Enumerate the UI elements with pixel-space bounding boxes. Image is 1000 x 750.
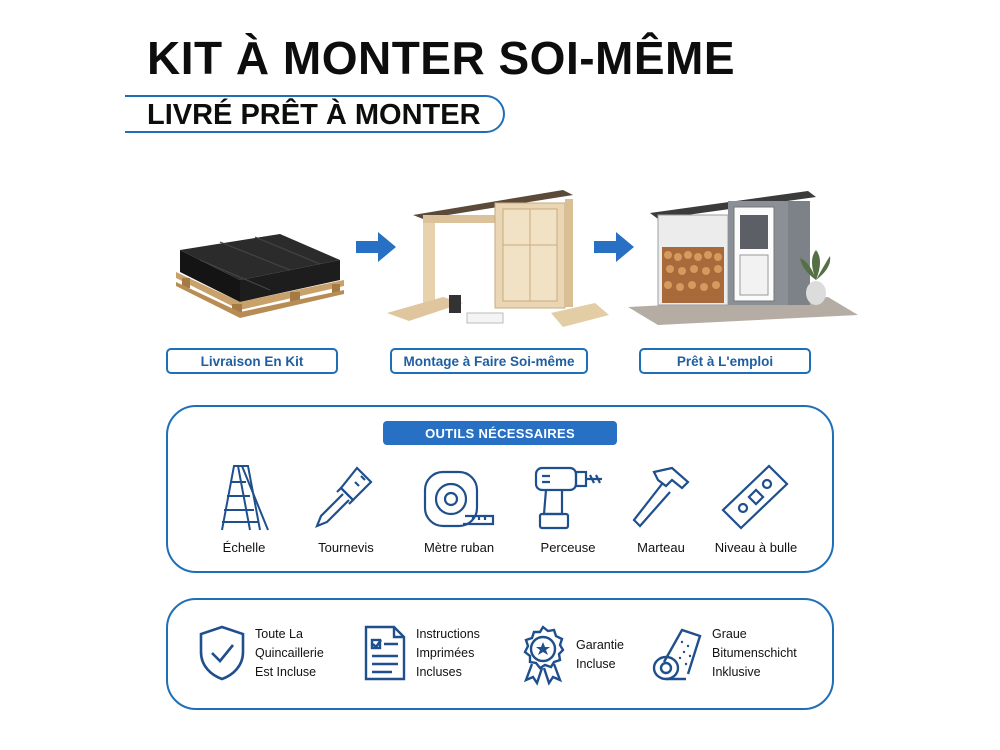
page-title: KIT À MONTER SOI-MÊME — [147, 32, 736, 84]
feature-text: Graue Bitumenschicht Inklusive — [712, 626, 797, 679]
tape-measure-icon — [423, 470, 495, 528]
tool-drill: Perceuse — [518, 462, 618, 555]
roll-icon — [652, 628, 702, 681]
tool-spirit-level: Niveau à bulle — [706, 462, 806, 555]
subtitle-text: LIVRÉ PRÊT À MONTER — [147, 99, 481, 131]
subtitle-banner: LIVRÉ PRÊT À MONTER — [125, 95, 505, 133]
tool-label: Niveau à bulle — [714, 540, 798, 555]
document-checklist-icon — [364, 625, 406, 681]
tool-label: Tournevis — [318, 540, 374, 555]
kit-package-image — [176, 234, 344, 318]
feature-hardware-included: Toute La Quincaillerie Est Incluse — [197, 624, 324, 682]
tool-hammer: Marteau — [611, 462, 711, 555]
tools-header: OUTILS NÉCESSAIRES — [383, 421, 617, 445]
shed-assembly-image — [387, 190, 609, 327]
arrow-right-icon — [594, 232, 634, 262]
tool-tape-measure: Mètre ruban — [409, 462, 509, 555]
award-badge-icon — [523, 625, 565, 686]
shield-check-icon — [199, 625, 245, 681]
step-label-ready-to-use: Prêt à L'emploi — [639, 348, 811, 374]
feature-warranty: Garantie Incluse — [518, 624, 624, 686]
step-label-kit-delivery: Livraison En Kit — [166, 348, 338, 374]
screwdriver-icon — [315, 466, 373, 528]
tool-label: Échelle — [222, 540, 266, 555]
ladder-icon — [221, 465, 269, 531]
tool-label: Mètre ruban — [423, 540, 495, 555]
step-label-self-assembly: Montage à Faire Soi-même — [390, 348, 588, 374]
finished-shed-image — [628, 191, 858, 325]
feature-bitumen-layer: Graue Bitumenschicht Inklusive — [652, 624, 797, 682]
hammer-icon — [632, 466, 690, 528]
tool-label: Perceuse — [540, 540, 596, 555]
features-panel — [166, 598, 834, 710]
drill-icon — [534, 466, 602, 530]
feature-text: Garantie Incluse — [576, 638, 624, 671]
tool-label: Marteau — [637, 540, 685, 555]
tool-ladder: Échelle — [194, 462, 294, 555]
feature-text: Instructions Imprimées Incluses — [416, 626, 480, 679]
feature-text: Toute La Quincaillerie Est Incluse — [255, 626, 324, 679]
tool-screwdriver: Tournevis — [296, 462, 396, 555]
spirit-level-icon — [721, 464, 789, 530]
arrow-right-icon — [356, 232, 396, 262]
tools-panel — [166, 405, 834, 573]
feature-printed-instructions: Instructions Imprimées Incluses — [362, 624, 480, 682]
